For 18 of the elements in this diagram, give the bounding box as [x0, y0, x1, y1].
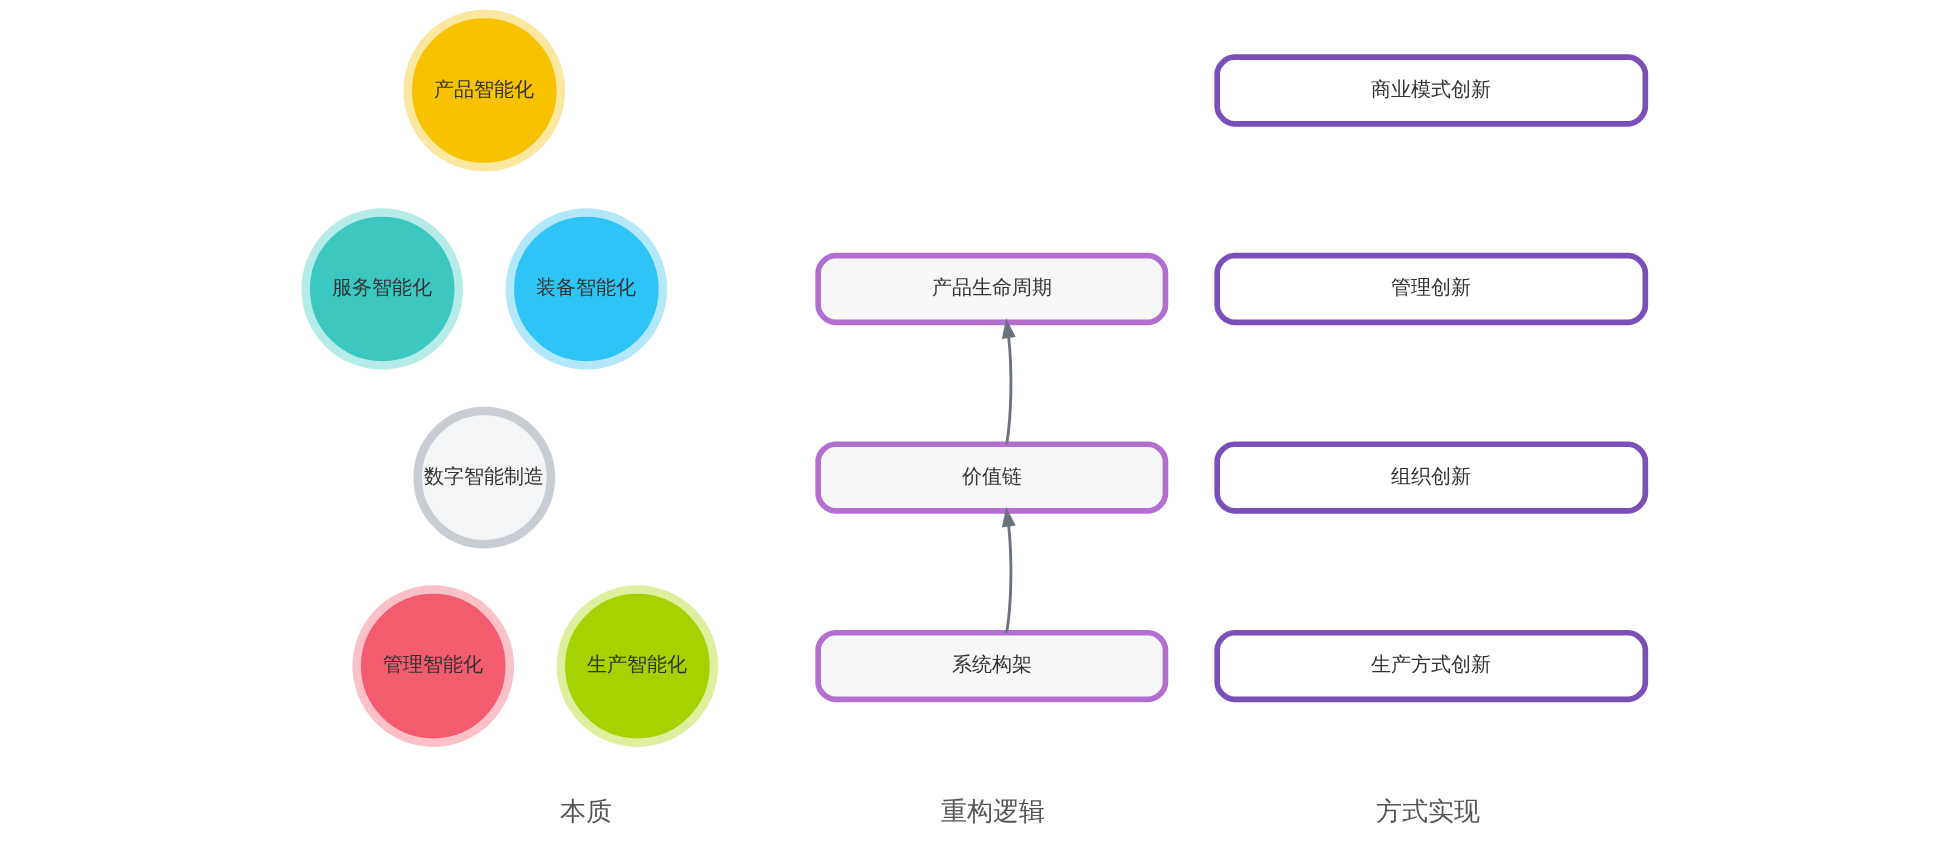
node-circle: 装备智能化 [505, 208, 667, 370]
node-box: 价值链 [814, 441, 1168, 514]
node-box: 商业模式创新 [1213, 54, 1648, 127]
node-circle: 产品智能化 [403, 9, 565, 172]
node-circle: 服务智能化 [300, 208, 463, 370]
node-box: 产品生命周期 [814, 252, 1168, 326]
node-circle: 生产智能化 [556, 585, 718, 747]
node-box: 组织创新 [1213, 441, 1648, 514]
node-box: 管理创新 [1213, 252, 1648, 326]
label: 方式实现 [1375, 795, 1480, 826]
arrow [1001, 506, 1016, 633]
arrow [1001, 318, 1016, 445]
node-box: 生产方式创新 [1213, 629, 1648, 703]
node-circle: 管理智能化 [351, 585, 514, 747]
node-circle: 数字智能制造 [412, 406, 555, 549]
label: 重构逻辑 [940, 795, 1045, 826]
node-box: 系统构架 [814, 629, 1168, 703]
label: 本质 [559, 795, 612, 826]
